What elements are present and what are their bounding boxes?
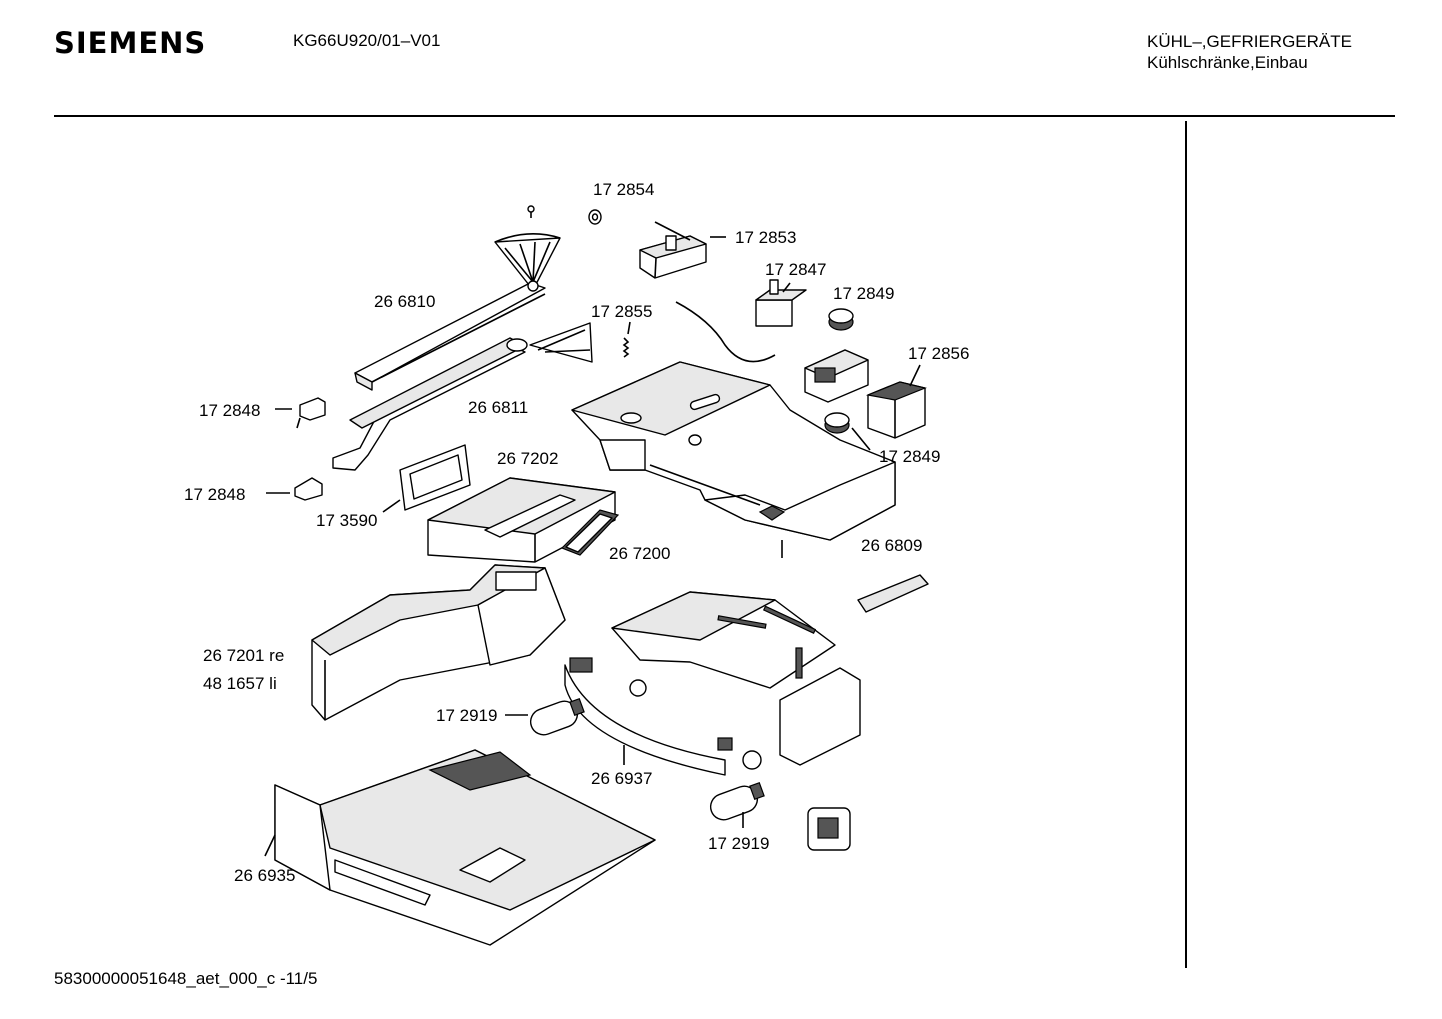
- screw-top: [527, 205, 535, 218]
- header-divider: [54, 115, 1395, 117]
- part-173590-frame[interactable]: [399, 444, 471, 511]
- label-266810: 26 6810: [374, 292, 435, 311]
- label-266811: 26 6811: [468, 398, 528, 417]
- label-266935: 26 6935: [234, 866, 295, 885]
- part-172849-knob-bottom[interactable]: [824, 412, 850, 434]
- label-267202: 26 7202: [497, 449, 558, 468]
- part-172847-thermostat[interactable]: [675, 279, 807, 363]
- part-172919-bulb-lower[interactable]: [707, 781, 765, 824]
- label-481657: 48 1657 li: [203, 674, 277, 693]
- part-266810-control-arm[interactable]: [354, 233, 561, 391]
- label-172849-bottom: 17 2849: [879, 447, 940, 466]
- label-172849-top: 17 2849: [833, 284, 894, 303]
- label-172856: 17 2856: [908, 344, 969, 363]
- category-block: KÜHL–,GEFRIERGERÄTE Kühlschränke,Einbau: [1147, 31, 1352, 73]
- document-id: 58300000051648_aet_000_c -11/5: [54, 969, 318, 988]
- label-172848-upper: 17 2848: [199, 401, 260, 420]
- part-seal-strip[interactable]: [857, 574, 929, 613]
- part-266809-control-base[interactable]: [571, 361, 896, 558]
- switch-symbol-icon: [807, 807, 851, 851]
- part-266937-lamp-holder[interactable]: [564, 591, 861, 776]
- label-172853: 17 2853: [735, 228, 796, 247]
- label-172919-upper: 17 2919: [436, 706, 497, 725]
- side-divider: [1185, 121, 1187, 968]
- label-173590: 17 3590: [316, 511, 377, 530]
- label-266937: 26 6937: [591, 769, 652, 788]
- label-172854: 17 2854: [593, 180, 654, 199]
- leader-lines: [264, 236, 921, 857]
- part-172848-clip-upper[interactable]: [296, 397, 326, 429]
- part-267201-housing[interactable]: [311, 564, 566, 721]
- label-172848-lower: 17 2848: [184, 485, 245, 504]
- category-title: KÜHL–,GEFRIERGERÄTE: [1147, 32, 1352, 51]
- label-266809: 26 6809: [861, 536, 922, 555]
- part-172855-spring[interactable]: [622, 337, 630, 358]
- part-172856-module[interactable]: [865, 381, 927, 439]
- part-172919-bulb-upper[interactable]: [527, 697, 585, 739]
- part-266935-crisper-cover[interactable]: [274, 749, 656, 946]
- part-266811-control-arm[interactable]: [332, 322, 593, 471]
- part-172848-clip-lower[interactable]: [294, 477, 323, 501]
- part-172854-washer[interactable]: [588, 209, 602, 225]
- category-subtitle: Kühlschränke,Einbau: [1147, 53, 1308, 72]
- part-172853-housing[interactable]: [639, 221, 707, 279]
- model-number: KG66U920/01–V01: [293, 31, 441, 50]
- label-172847: 17 2847: [765, 260, 826, 279]
- label-172919-lower: 17 2919: [708, 834, 769, 853]
- brand-logo: SIEMENS: [54, 26, 207, 60]
- part-172849-knob-top[interactable]: [828, 308, 854, 331]
- part-267200-grille[interactable]: [560, 509, 620, 556]
- label-172855: 17 2855: [591, 302, 652, 321]
- part-switch-housing[interactable]: [804, 349, 869, 403]
- label-267201: 26 7201 re: [203, 646, 284, 665]
- label-267200: 26 7200: [609, 544, 670, 563]
